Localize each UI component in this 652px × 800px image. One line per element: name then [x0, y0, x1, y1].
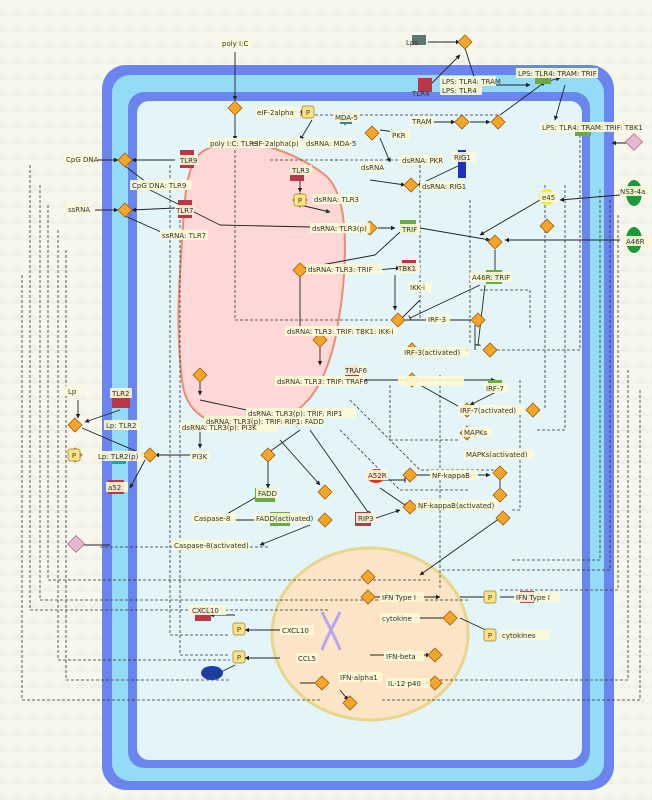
node-label-polyIC: poly I:C: [222, 40, 248, 48]
node-label-tlr4: TLR4: [411, 90, 430, 98]
node-label-tbk1-complex: LPS: TLR4: TRAM: TRIF: TBK1: [542, 124, 643, 132]
node-label-tbk1: TBK1: [397, 265, 416, 273]
node-label-eif2a: eIF-2alpha: [257, 109, 294, 117]
node-label-cxcl10: CXCL10: [282, 627, 309, 635]
node-label-tlr7: TLR7: [175, 207, 194, 215]
node-label-nfkb-act: NF-kappaB(activated): [418, 502, 494, 510]
node-label-ssrna-tlr7: ssRNA: TLR7: [162, 232, 206, 240]
node-label-ifn-beta: IFN-beta: [386, 653, 416, 661]
svg-text:P: P: [488, 632, 492, 640]
svg-text:P: P: [72, 452, 76, 460]
node-label-lps: Lps: [406, 39, 418, 47]
node-label-rip3: RIP3: [358, 515, 374, 523]
tlr4-glyph: [418, 78, 432, 92]
node-label-mapks-act: MAPKs(activated): [466, 451, 528, 459]
node-label-a46r-trif: A46R: TRIF: [472, 274, 510, 282]
node-label-trif-traf6: dsRNA: TLR3: TRIF: TRAF6: [277, 378, 368, 386]
node-label-lp-tlr2p: Lp: TLR2(p): [98, 453, 139, 461]
svg-text:P: P: [237, 654, 241, 662]
node-label-fadd-act: FADD(activated): [256, 515, 313, 523]
node-label-irf7: IRF-7: [486, 385, 504, 393]
lps-glyph: [412, 35, 426, 45]
node-labels: poly I:C Lps LPS: TLR4: TRAM: TRIF TLR4 …: [66, 39, 645, 688]
node-label-mapks: MAPKs: [464, 429, 488, 437]
node-label-pi3k: PI3K: [192, 453, 208, 461]
svg-text:P: P: [298, 197, 302, 205]
node-label-cpg-dna-tlr9: CpG DNA: TLR9: [132, 182, 186, 190]
node-label-tlr3p-pi3k: dsRNA: TLR3(p): PI3K: [182, 424, 257, 432]
phospho-marker-text: P P P P P P P: [72, 109, 492, 662]
node-label-eif2a-p: eIF-2alpha(p): [252, 140, 299, 148]
node-label-lps-tlr4-tram: LPS: TLR4: TRAM: [442, 78, 501, 86]
node-label-dsrna: dsRNA: [361, 164, 384, 172]
node-label-dsrna-rig1: dsRNA: RIG1: [422, 183, 466, 191]
node-label-polyic-tlr3: poly I:C: TLR3: [210, 140, 258, 148]
cell-exit-glyph: [624, 132, 644, 152]
node-label-lps-tlr4: LPS: TLR4: [442, 87, 477, 95]
svg-text:P: P: [306, 109, 310, 117]
node-label-ssrna: ssRNA: [68, 206, 90, 214]
node-label-tlr3: TLR3: [291, 167, 310, 175]
node-label-ikki: IKK-i: [410, 284, 425, 292]
node-label-a52r: A52R: [368, 472, 387, 480]
node-label-mda5: MDA-5: [335, 114, 358, 122]
node-label-trif: TRIF: [401, 226, 417, 234]
node-label-il12p40: IL-12 p40: [388, 680, 421, 688]
ccl5-glyph: [201, 666, 223, 680]
node-label-cytokines: cytokines: [502, 632, 536, 640]
node-label-a52: a52: [108, 484, 121, 492]
node-label-lp-tlr2: Lp: TLR2: [106, 422, 136, 430]
node-label-dsrna-tlr3: dsRNA: TLR3: [314, 196, 359, 204]
node-label-ifn-type1: IFN Type I: [516, 594, 550, 602]
node-label-cytokine: cytokine: [382, 615, 412, 623]
node-label-irf3-act: IRF-3(activated): [404, 349, 460, 357]
dashed-edges: [21, 114, 641, 701]
node-label-traf6: TRAF6: [344, 367, 368, 375]
node-label-a46r: A46R: [626, 238, 645, 246]
node-label-ifn-type1-in: IFN Type I: [382, 594, 416, 602]
node-label-tlr9: TLR9: [179, 157, 198, 165]
node-label-ifn-alpha1: IFN-alpha1: [340, 674, 378, 682]
node-label-irf7-act: IRF-7(activated): [460, 407, 516, 415]
phospho-markers: [67, 105, 497, 664]
node-label-dsrna-pkr: dsRNA: PKR: [402, 157, 443, 165]
rig1-glyph: [458, 150, 466, 178]
node-label-lp: Lp: [68, 388, 77, 396]
label-backgrounds: [64, 38, 650, 688]
node-label-cpg-dna: CpG DNA: [66, 156, 99, 164]
node-label-tlr2: TLR2: [111, 390, 130, 398]
caspase8-glyph: [66, 534, 86, 554]
node-label-trif-rip1: dsRNA: TLR3(p): TRIF: RIP1: [248, 410, 342, 418]
node-label-dsrna-mda5: dsRNA: MDA-5: [306, 140, 356, 148]
node-label-dsrna-tlr3p: dsRNA: TLR3(p): [312, 225, 367, 233]
node-label-ccl5-out: CCL5: [203, 670, 221, 678]
node-label-lps-tlr4-tram-trif: LPS: TLR4: TRAM: TRIF: [518, 70, 597, 78]
node-label-tram: TRAM: [411, 118, 432, 126]
node-label-e45: e45: [542, 194, 555, 202]
node-label-cxcl10-out: CXCL10: [192, 607, 219, 615]
node-label-irf3: IRF-3: [428, 316, 446, 324]
node-label-ns3-4a: NS3-4a: [620, 188, 645, 196]
svg-text:P: P: [237, 626, 241, 634]
node-label-caspase8-act: Caspase-8(activated): [174, 542, 249, 550]
chromosome-icon: [320, 611, 342, 651]
node-label-tbk1-ikki-complex: dsRNA: TLR3: TRIF: TBK1: IKK-i: [287, 328, 394, 336]
node-label-caspase8: Caspase-8: [194, 515, 231, 523]
node-label-pkr: PKR: [392, 132, 406, 140]
node-label-dsrna-tlr3-trif: dsRNA: TLR3: TRIF: [308, 266, 373, 274]
svg-text:P: P: [488, 594, 492, 602]
node-label-ccl5: CCL5: [298, 655, 316, 663]
node-label-nfkb: NF-kappaB: [432, 472, 470, 480]
node-label-fadd: FADD: [258, 490, 277, 498]
node-label-trif-rip1-fadd: dsRNA: TLR3(p): TRIF: RIP1: FADD: [206, 418, 324, 426]
node-label-rig1: RIG1: [454, 154, 471, 162]
